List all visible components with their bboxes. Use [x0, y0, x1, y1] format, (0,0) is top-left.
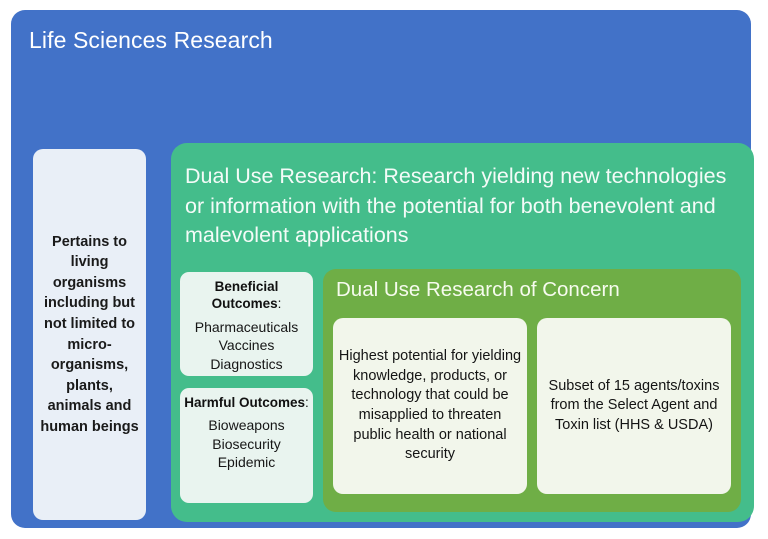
- beneficial-outcomes-heading-text: Beneficial Outcomes: [211, 279, 279, 312]
- dual-use-research-container: Dual Use Research: Research yielding new…: [171, 143, 754, 522]
- beneficial-outcomes-heading: Beneficial Outcomes:: [184, 278, 309, 313]
- pertains-to-living-organisms-text: Pertains to living organisms including b…: [40, 233, 139, 435]
- durc-highest-potential-text: Highest potential for yielding knowledge…: [338, 348, 522, 463]
- durc-select-agent-subset-card: Subset of 15 agents/toxins from the Sele…: [537, 318, 731, 494]
- life-sciences-research-container: Life Sciences Research Pertains to livin…: [11, 10, 754, 528]
- dual-use-research-definition: Dual Use Research: Research yielding new…: [185, 164, 727, 248]
- life-sciences-research-title: Life Sciences Research: [29, 27, 273, 53]
- harmful-outcomes-heading: Harmful Outcomes:: [184, 394, 309, 411]
- durc-highest-potential-card: Highest potential for yielding knowledge…: [333, 318, 527, 494]
- harmful-outcomes-heading-colon: :: [305, 395, 309, 410]
- dual-use-research-of-concern-container: Dual Use Research of Concern Highest pot…: [323, 269, 741, 512]
- durc-cards-row: Highest potential for yielding knowledge…: [333, 318, 731, 494]
- harmful-outcomes-heading-text: Harmful Outcomes: [184, 395, 305, 410]
- pertains-to-living-organisms-card: Pertains to living organisms including b…: [33, 149, 146, 520]
- durc-select-agent-subset-text: Subset of 15 agents/toxins from the Sele…: [548, 377, 720, 433]
- dual-use-research-of-concern-title: Dual Use Research of Concern: [336, 278, 620, 301]
- beneficial-outcomes-heading-colon: :: [277, 296, 282, 312]
